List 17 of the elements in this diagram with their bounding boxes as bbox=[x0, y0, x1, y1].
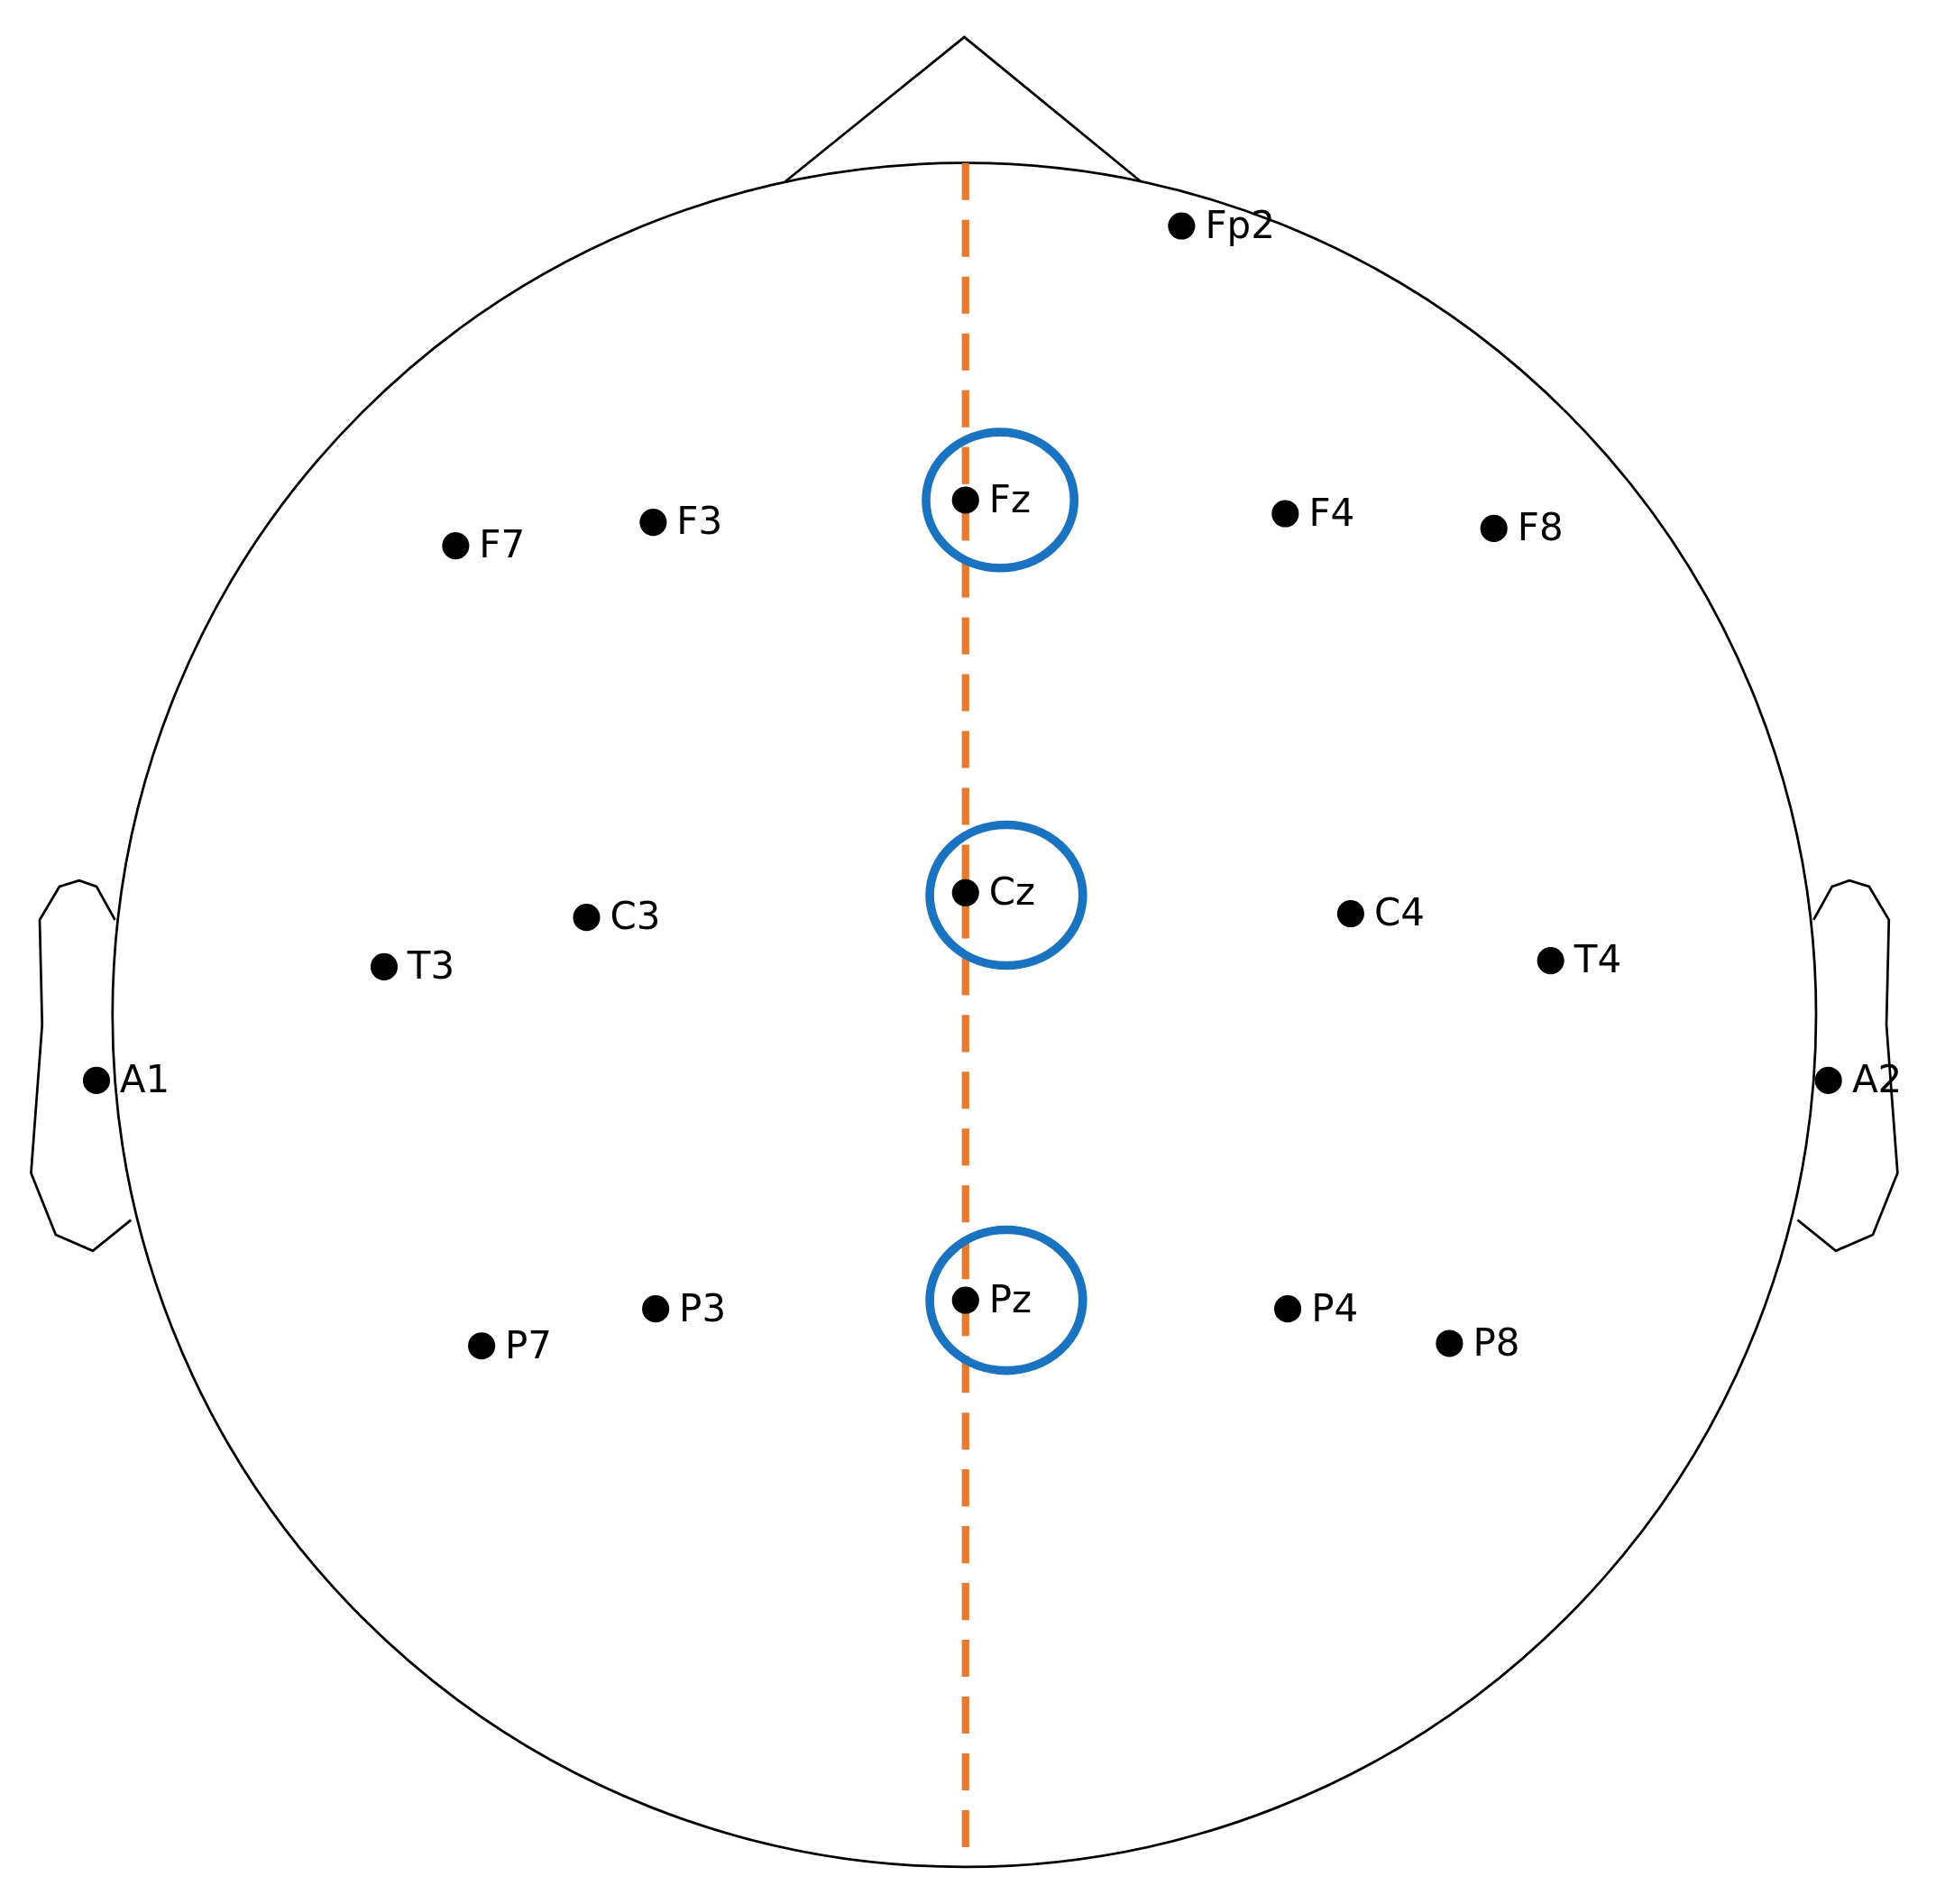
electrode-label: F8 bbox=[1517, 509, 1564, 547]
electrode-label: P4 bbox=[1311, 1289, 1359, 1328]
electrode-label: Cz bbox=[988, 873, 1036, 912]
electrode-label: P7 bbox=[505, 1326, 553, 1365]
electrode-label: P8 bbox=[1473, 1323, 1520, 1362]
electrode-label: T3 bbox=[407, 947, 455, 986]
electrode-label: F3 bbox=[676, 502, 723, 541]
electrode-label: A1 bbox=[119, 1061, 170, 1099]
electrode-label: C4 bbox=[1374, 894, 1426, 933]
electrode-label: C3 bbox=[610, 897, 661, 936]
electrode-label: Fp2 bbox=[1205, 206, 1275, 244]
electrode-label: Fz bbox=[988, 480, 1031, 519]
electrode-label: F7 bbox=[479, 526, 526, 565]
electrode-label: P3 bbox=[679, 1289, 727, 1328]
electrode-label: F4 bbox=[1308, 493, 1355, 532]
electrode-label: T4 bbox=[1574, 941, 1622, 980]
electrode-label: Pz bbox=[988, 1280, 1032, 1319]
